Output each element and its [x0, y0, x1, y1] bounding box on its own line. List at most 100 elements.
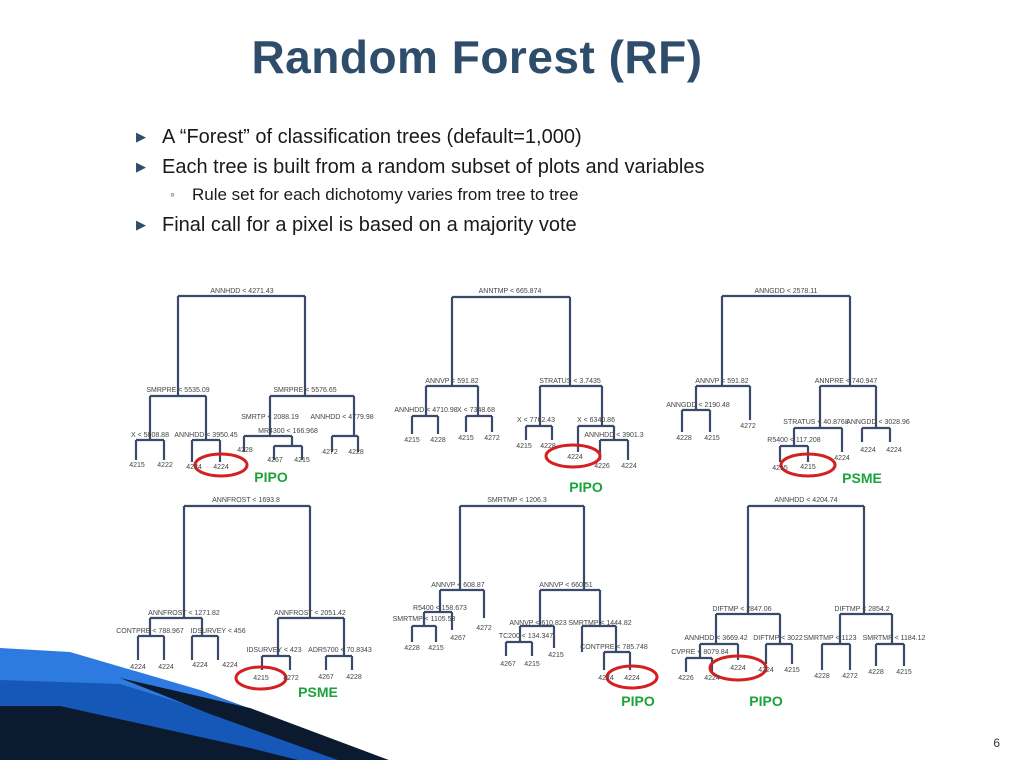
split-label: ANNHDD < 4271.43: [210, 288, 273, 295]
leaf-label: 4267: [267, 457, 283, 464]
split-label: SMRTMP < 1184.12: [863, 635, 926, 642]
tree-2-branches: [410, 295, 630, 460]
split-label: X < 7348.68: [457, 407, 495, 414]
sub-bullet-circle-icon: ◦: [170, 186, 175, 202]
tree-2-highlight-circle: [544, 443, 602, 469]
leaf-label: 4228: [676, 435, 692, 442]
leaf-label: 4215: [253, 675, 269, 682]
split-label: X < 5808.88: [131, 432, 169, 439]
leaf-label: 4224: [158, 664, 174, 671]
tree-3-labels: ANNGDD < 2578.11 ANNVP < 591.82 ANNPRE <…: [666, 288, 910, 472]
leaf-label: 4215: [800, 464, 816, 471]
split-label: ANNFROST < 1271.82: [148, 610, 220, 617]
split-label: R5400 < 117.208: [767, 437, 820, 444]
leaf-label: 4215: [129, 462, 145, 469]
split-label: SMRPRE < 5576.65: [273, 387, 336, 394]
leaf-label: 4226: [678, 675, 694, 682]
split-label: CVPRE < 8079.84: [671, 649, 729, 656]
bullet-arrow-icon: ▶: [136, 129, 146, 144]
tree-3-call-label: PSME: [842, 470, 882, 486]
split-label: STRATUS < 3.7435: [539, 378, 601, 385]
leaf-label: 4224: [186, 464, 202, 471]
split-label: ANNHDD < 4204.74: [774, 497, 837, 504]
corner-swoosh-dark: [0, 706, 330, 768]
split-label: MR4300 < 166.968: [258, 428, 318, 435]
tree-5-highlight-circle: [605, 664, 659, 690]
sub-bullet-text: Rule set for each dichotomy varies from …: [192, 185, 579, 204]
tree-6-branches: [684, 504, 906, 672]
leaf-label: 4215: [524, 661, 540, 668]
leaf-label: 4228: [430, 437, 446, 444]
split-label: CONTPRE < 788.967: [116, 628, 184, 635]
tree-5-call-label: PIPO: [621, 693, 655, 709]
split-label: SMRPRE < 5535.09: [146, 387, 209, 394]
split-label: TC200 < 134.347: [499, 633, 553, 640]
split-label: ADR5700 < 70.8343: [308, 647, 372, 654]
tree-6-labels: ANNHDD < 4204.74 DIFTMP < 2847.06 DIFTMP…: [671, 497, 925, 682]
leaf-label: 4226: [594, 463, 610, 470]
tree-4-call-label: PSME: [298, 684, 338, 700]
leaf-label: 4267: [500, 661, 516, 668]
split-label: ANNGDD < 3028.96: [846, 419, 910, 426]
leaf-label: 4272: [476, 625, 492, 632]
leaf-label: 4215: [404, 437, 420, 444]
split-label: STRATUS < 40.8768: [783, 419, 849, 426]
split-label: ANNVP < 608.87: [431, 582, 484, 589]
leaf-label: 4228: [404, 645, 420, 652]
split-label: ANNGDD < 2190.48: [666, 402, 730, 409]
split-label: ANNTMP < 665.874: [479, 288, 542, 295]
tree-2-labels: ANNTMP < 665.874 ANNVP < 591.82 STRATUS …: [394, 288, 643, 470]
leaf-label: 4228: [348, 449, 364, 456]
tree-5-branches: [410, 504, 632, 670]
split-label: DIFTMP < 2847.06: [712, 606, 771, 613]
leaf-label: 4224: [213, 464, 229, 471]
leaf-label: 4215: [428, 645, 444, 652]
leaf-label: 4215: [896, 669, 912, 676]
leaf-label: 4228: [814, 673, 830, 680]
sub-bullet-item: ◦ Rule set for each dichotomy varies fro…: [136, 184, 705, 212]
leaf-label: 4215: [294, 457, 310, 464]
split-label: ANNHDD < 3669.42: [684, 635, 747, 642]
split-label: ANNFROST < 1693.8: [212, 497, 280, 504]
split-label: SMRTMP < 1444.82: [568, 620, 631, 627]
leaf-label: 4224: [834, 455, 850, 462]
tree-6-highlight-circle: [708, 654, 768, 682]
split-label: SMRTP < 2088.19: [241, 414, 299, 421]
leaf-label: 4215: [548, 652, 564, 659]
split-label: R5400 < 158.673: [413, 605, 467, 612]
leaf-label: 4224: [886, 447, 902, 454]
leaf-label: 4267: [318, 674, 334, 681]
split-label: ANNPRE < 740.947: [815, 378, 878, 385]
split-label: ANNVP < 660.51: [539, 582, 592, 589]
leaf-label: 4224: [730, 665, 746, 672]
split-label: ANNVP < 591.82: [695, 378, 748, 385]
leaf-label: 4224: [704, 675, 720, 682]
tree-6-call-label: PIPO: [749, 693, 783, 709]
bullet-item: ▶ Each tree is built from a random subse…: [136, 154, 705, 184]
split-label: DIFTMP < 2854.2: [834, 606, 889, 613]
bullet-text: A “Forest” of classification trees (defa…: [162, 126, 582, 148]
tree-2-call-label: PIPO: [569, 479, 603, 495]
split-label: DIFTMP < 3022: [753, 635, 803, 642]
corner-swoosh-band: [120, 678, 410, 768]
tree-4-highlight-circle: [234, 665, 288, 691]
bullet-list: ▶ A “Forest” of classification trees (de…: [136, 124, 705, 242]
bullet-text: Each tree is built from a random subset …: [162, 156, 705, 178]
bullet-text: Final call for a pixel is based on a maj…: [162, 214, 577, 236]
split-label: IDSURVEY < 423: [246, 647, 301, 654]
bullet-arrow-icon: ▶: [136, 159, 146, 174]
tree-3-highlight-circle: [779, 452, 837, 478]
split-label: X < 7762.43: [517, 417, 555, 424]
split-label: ANNVP < 591.82: [425, 378, 478, 385]
tree-1-branches: [134, 294, 360, 462]
leaf-label: 4228: [540, 443, 556, 450]
leaf-label: 4224: [130, 664, 146, 671]
split-label: X < 6340.86: [577, 417, 615, 424]
split-label: IDSURVEY < 456: [190, 628, 245, 635]
leaf-label: 4224: [621, 463, 637, 470]
page-number: 6: [993, 736, 1000, 750]
tree-1-highlight-circle: [193, 452, 249, 478]
leaf-label: 4215: [772, 465, 788, 472]
leaf-label: 4224: [567, 454, 583, 461]
